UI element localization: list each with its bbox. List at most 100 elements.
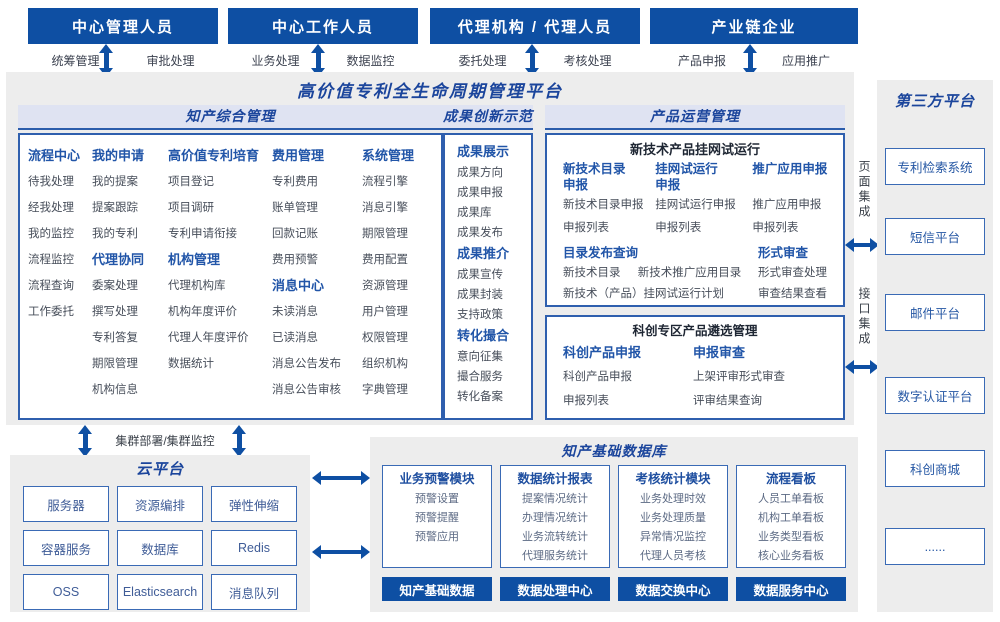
menu-item: 代理人员考核	[640, 550, 706, 562]
third-party-system-more: ......	[885, 528, 985, 565]
menu-item: 成果封装	[457, 289, 503, 301]
cloud-service: 消息队列	[211, 574, 297, 610]
actor-actions: 委托处理 考核处理	[430, 44, 640, 76]
menu-item: 预警应用	[415, 531, 459, 543]
group-header: 挂网试运行申报	[655, 162, 718, 192]
menu-item: 预警设置	[415, 493, 459, 505]
menu-item: 消息引擎	[362, 202, 408, 214]
ip-database-title: 知产基础数据库	[561, 443, 667, 459]
menu-item: 经我处理	[28, 202, 74, 214]
trial-column: 挂网试运行申报 挂网试运行申报 申报列表	[655, 161, 752, 240]
menu-item: 消息公告发布	[272, 358, 341, 370]
menu-item: 转化备案	[457, 391, 503, 403]
ip-management-box: 流程中心 待我处理 经我处理 我的监控 流程监控 流程查询 工作委托 我的申请 …	[18, 133, 443, 420]
menu-item: 项目登记	[168, 176, 214, 188]
menu-item: 撰写处理	[92, 306, 138, 318]
menu-item: 我的专利	[92, 228, 138, 240]
cloud-service: Redis	[211, 530, 297, 566]
group-header: 高价值专利培育	[168, 148, 260, 163]
horizontal-double-arrow	[845, 360, 879, 374]
menu-item: 科创产品申报	[563, 371, 632, 383]
menu-item: 撮合服务	[457, 371, 503, 383]
selection-box: 科创专区产品遴选管理 科创产品申报 科创产品申报 申报列表 申报审查 上架评审形…	[545, 315, 845, 420]
actor-title: 中心工作人员	[228, 8, 418, 44]
trial-columns: 新技术目录申报 新技术目录申报 申报列表 挂网试运行申报 挂网试运行申报 申报列…	[555, 161, 835, 240]
actor-title: 中心管理人员	[28, 8, 218, 44]
group-header: 消息中心	[272, 278, 325, 293]
menu-item: 账单管理	[272, 202, 318, 214]
cloud-service: 数据库	[117, 530, 203, 566]
menu-item: 异常情况监控	[640, 531, 706, 543]
data-center-box: 数据交换中心	[618, 577, 728, 601]
catalog-review-row: 目录发布查询 新技术目录 新技术推广应用目录 新技术（产品）挂网试运行计划 形式…	[555, 243, 835, 305]
group-header: 我的申请	[92, 148, 145, 163]
horizontal-double-arrow	[312, 545, 370, 559]
group-header: 推广应用申报	[752, 162, 828, 176]
third-party-panel: 第三方平台 专利检索系统 短信平台 邮件平台 数字认证平台 科创商城 .....…	[877, 80, 993, 612]
menu-item: 意向征集	[457, 351, 503, 363]
ip-column: 费用管理 专利费用 账单管理 回款记账 费用预警 消息中心 未读消息 已读消息 …	[272, 143, 362, 418]
menu-item: 机构工单看板	[758, 512, 824, 524]
third-party-system: 数字认证平台	[885, 377, 985, 414]
group-header: 转化撮合	[457, 328, 510, 343]
cloud-service: 服务器	[23, 486, 109, 522]
cloud-service: 弹性伸缩	[211, 486, 297, 522]
menu-item: 期限管理	[92, 358, 138, 370]
horizontal-double-arrow	[312, 471, 370, 485]
menu-item: 支持政策	[457, 309, 503, 321]
menu-item: 我的提案	[92, 176, 138, 188]
third-party-system: 邮件平台	[885, 294, 985, 331]
menu-item: 流程监控	[28, 254, 74, 266]
selection-column: 科创产品申报 科创产品申报 申报列表	[563, 341, 693, 413]
menu-item: 业务处理质量	[640, 512, 706, 524]
module-header: 考核统计模块	[635, 472, 711, 486]
module-header: 数据统计报表	[517, 472, 593, 486]
menu-item: 工作委托	[28, 306, 74, 318]
action-label: 审批处理	[146, 53, 195, 68]
module-box: 考核统计模块 业务处理时效 业务处理质量 异常情况监控 代理人员考核	[618, 465, 728, 568]
menu-item: 代理机构库	[168, 280, 226, 292]
action-label: 考核处理	[563, 53, 612, 68]
cluster-label: 集群部署/集群监控	[115, 434, 215, 448]
menu-item: 人员工单看板	[758, 493, 824, 505]
group-header: 费用管理	[272, 148, 325, 163]
menu-item: 专利答复	[92, 332, 138, 344]
actor-group-center-managers: 中心管理人员 统筹管理 审批处理	[28, 8, 218, 76]
menu-item: 代理人年度评价	[168, 332, 249, 344]
group-header: 机构管理	[168, 252, 221, 267]
menu-item: 成果方向	[457, 167, 503, 179]
menu-item: 申报列表	[655, 222, 702, 234]
menu-item: 流程查询	[28, 280, 74, 292]
data-center-box: 知产基础数据	[382, 577, 492, 601]
vertical-double-arrow	[78, 425, 92, 457]
menu-item: 成果申报	[457, 187, 503, 199]
third-party-system: 科创商城	[885, 450, 985, 487]
page-integration-label: 页面集成	[857, 160, 871, 220]
group-header: 成果展示	[457, 144, 510, 159]
group-header: 目录发布查询	[563, 246, 639, 260]
menu-item: 推广应用申报	[752, 199, 822, 211]
menu-item: 专利费用	[272, 176, 318, 188]
action-label: 应用推广	[781, 53, 830, 68]
menu-item: 新技术目录	[563, 267, 621, 279]
menu-item: 审查结果查看	[758, 288, 827, 300]
cloud-service: OSS	[23, 574, 109, 610]
actor-group-center-staff: 中心工作人员 业务处理 数据监控	[228, 8, 418, 76]
group-header: 科创产品申报	[563, 345, 642, 360]
group-header: 成果推介	[457, 246, 510, 261]
group-header: 形式审查	[758, 246, 809, 260]
action-label: 委托处理	[458, 53, 507, 68]
group-header: 系统管理	[362, 148, 415, 163]
section-header-achievement: 成果创新示范	[443, 105, 533, 130]
actor-group-enterprises: 产业链企业 产品申报 应用推广	[650, 8, 858, 76]
actor-actions: 统筹管理 审批处理	[28, 44, 218, 76]
group-header: 代理协同	[92, 252, 145, 267]
group-header: 新技术目录申报	[563, 162, 626, 192]
action-label: 统筹管理	[51, 53, 100, 68]
menu-item: 预警提醒	[415, 512, 459, 524]
group-header: 流程中心	[28, 148, 81, 163]
menu-item: 机构信息	[92, 384, 138, 396]
menu-item: 回款记账	[272, 228, 318, 240]
cloud-platform-title: 云平台	[135, 461, 184, 478]
